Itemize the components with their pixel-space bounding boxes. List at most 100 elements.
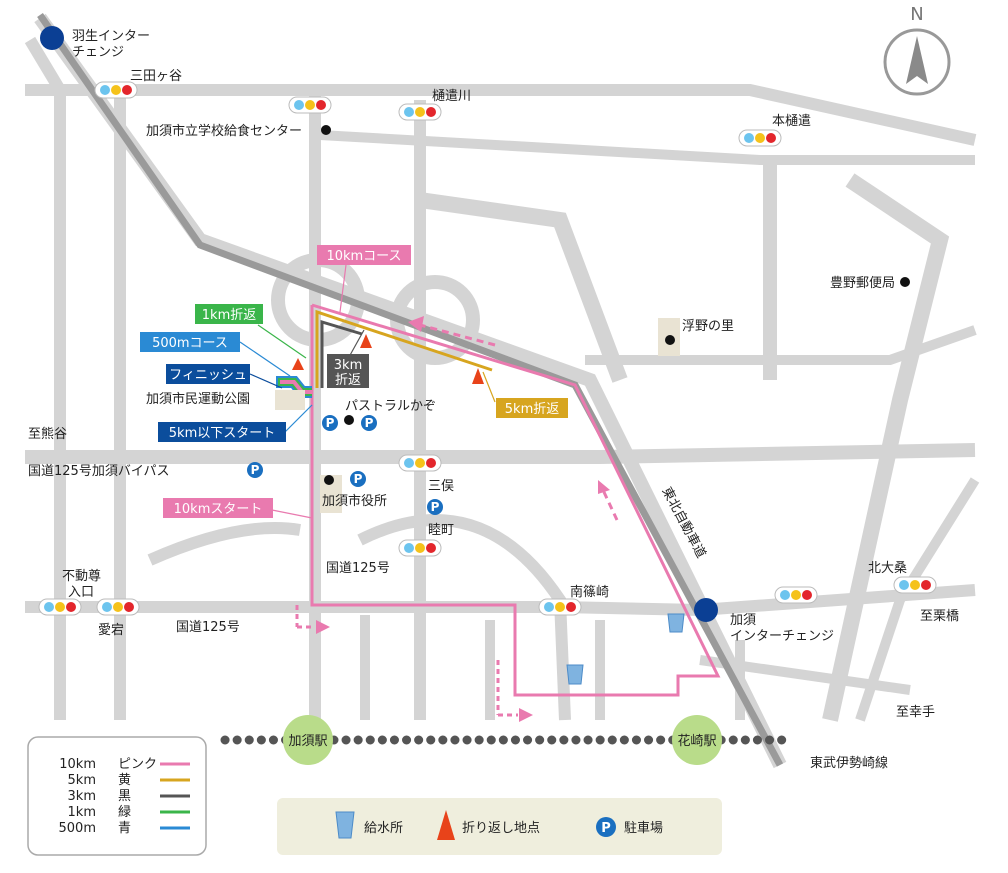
ukino-sato-label: 浮野の里	[682, 319, 734, 334]
parking-icon	[596, 817, 616, 837]
tobu-line-label: 東武伊勢崎線	[810, 755, 888, 771]
legend-row: 10km ピンク	[59, 757, 190, 772]
hanyu-ic-l1-label: 羽生インター	[72, 29, 150, 44]
hanasaki-station-label: 花崎駅	[677, 733, 716, 749]
cone-icon	[437, 810, 455, 840]
north-compass: N	[883, 4, 951, 96]
bypass-label: 国道125号加須バイパス	[28, 464, 170, 479]
to-kurihashi-label: 至栗橋	[920, 609, 959, 624]
atago-label: 愛宕	[98, 623, 124, 638]
label-10km-course: 10kmコース	[317, 245, 411, 265]
turnaround-label: 折り返し地点	[462, 821, 540, 836]
fudoson-l1-label: 不動尊	[62, 568, 101, 584]
water-cup-icon	[335, 811, 355, 839]
kitaoguwa-label: 北大桑	[868, 561, 907, 576]
start-5km-under-label: 5km以下スタート	[169, 426, 275, 441]
course-5km-yellow	[315, 309, 493, 388]
direction-arrows	[295, 316, 619, 722]
hanyu-ic-l2-label: チェンジ	[72, 45, 124, 60]
parking-glyph-label: P	[354, 472, 363, 486]
traffic-signal-icon	[38, 598, 82, 616]
parking-icons: P P P P P	[247, 415, 443, 515]
distance-label: 1km	[68, 805, 96, 820]
hanasaki-station[interactable]: 花崎駅	[672, 715, 722, 765]
label-500m-course: 500mコース	[140, 332, 240, 352]
kazo-ic-l2-label: インターチェンジ	[730, 629, 834, 644]
turn-1km-label: 1km折返	[202, 308, 256, 323]
color-name-label: ピンク	[118, 757, 157, 772]
label-5km-under-start: 5km以下スタート	[158, 422, 286, 442]
parking-glyph-label: P	[251, 463, 260, 477]
traffic-signal-icon	[94, 81, 138, 99]
parking-glyph-label: P	[365, 416, 374, 430]
finish-label: フィニッシュ	[169, 368, 247, 383]
course-500m-label: 500mコース	[152, 336, 228, 351]
traffic-signal-icon	[398, 539, 442, 557]
parking-glyph-label: P	[326, 416, 335, 430]
traffic-signal-icon	[893, 576, 937, 594]
legend-row: 3km 黒	[68, 789, 190, 804]
mimata-label: 三俣	[428, 479, 454, 494]
course-10km-label: 10kmコース	[326, 249, 401, 264]
color-name-label: 黒	[118, 789, 131, 804]
label-10km-start: 10kmスタート	[163, 498, 273, 518]
label-3km-turn: 3km 折返	[327, 354, 369, 388]
distance-label: 10km	[59, 757, 96, 772]
city-hall-area	[320, 475, 342, 513]
route125-b-label: 国道125号	[176, 620, 240, 635]
traffic-signal-icon	[774, 586, 818, 604]
traffic-signal-icon	[398, 103, 442, 121]
poi-dots	[321, 125, 910, 485]
symbol-legend: 給水所 折り返し地点 P 駐車場	[277, 798, 722, 855]
distance-label: 3km	[68, 789, 96, 804]
course-3km-black	[320, 319, 363, 388]
highway-line	[37, 13, 784, 767]
undo-koen-label: 加須市民運動公園	[146, 391, 250, 407]
label-1km-turn: 1km折返	[195, 304, 263, 324]
mitagaya-label: 三田ヶ谷	[130, 69, 182, 84]
to-kumagaya-label: 至熊谷	[28, 426, 67, 442]
traffic-signal-icon	[96, 598, 140, 616]
parking-glyph-label: P	[601, 821, 611, 836]
pastoral-label: パストラルかぞ	[345, 399, 436, 414]
kazo-ic-l1-label: 加須	[730, 613, 756, 628]
label-label: N	[910, 4, 923, 25]
label-finish: フィニッシュ	[166, 364, 250, 384]
traffic-signal-icon	[538, 598, 582, 616]
kazo-station-label: 加須駅	[288, 734, 327, 749]
turn-3km-l1-label: 3km	[334, 358, 362, 373]
route125-a-label: 国道125号	[326, 561, 390, 576]
kazo-ic-marker	[694, 598, 718, 622]
course-10km-pink	[310, 303, 721, 697]
course-500m-1km	[276, 376, 312, 398]
traffic-signal-icon	[288, 96, 332, 114]
parking-glyph-label: P	[431, 500, 440, 514]
distance-label: 500m	[59, 821, 96, 836]
turn-5km-label: 5km折返	[505, 402, 559, 417]
toyono-post-label: 豊野郵便局	[830, 276, 895, 291]
color-name-label: 黄	[118, 773, 131, 788]
hidoigawa-label: 樋遣川	[432, 88, 471, 104]
color-name-label: 緑	[118, 805, 131, 820]
parking-label: 駐車場	[624, 821, 663, 836]
legend-row: 500m 青	[59, 821, 190, 836]
legend-row: 1km 緑	[68, 805, 190, 820]
turnaround-cone-icons	[292, 334, 484, 384]
start-10km-label: 10kmスタート	[174, 502, 263, 517]
motohidoi-label: 本樋遣	[772, 113, 811, 129]
traffic-signal-icon	[398, 454, 442, 472]
city-hall-label: 加須市役所	[322, 493, 387, 509]
park-area	[275, 390, 305, 410]
turn-3km-l2-label: 折返	[335, 373, 361, 388]
traffic-signal-icon	[738, 129, 782, 147]
color-name-label: 青	[118, 821, 131, 836]
hanyu-ic-marker	[40, 26, 64, 50]
label-connectors	[239, 264, 496, 519]
water-label: 給水所	[364, 821, 403, 836]
kyushoku-label: 加須市立学校給食センター	[146, 123, 302, 139]
kazo-station[interactable]: 加須駅	[283, 715, 333, 765]
water-station-icons	[566, 613, 685, 685]
